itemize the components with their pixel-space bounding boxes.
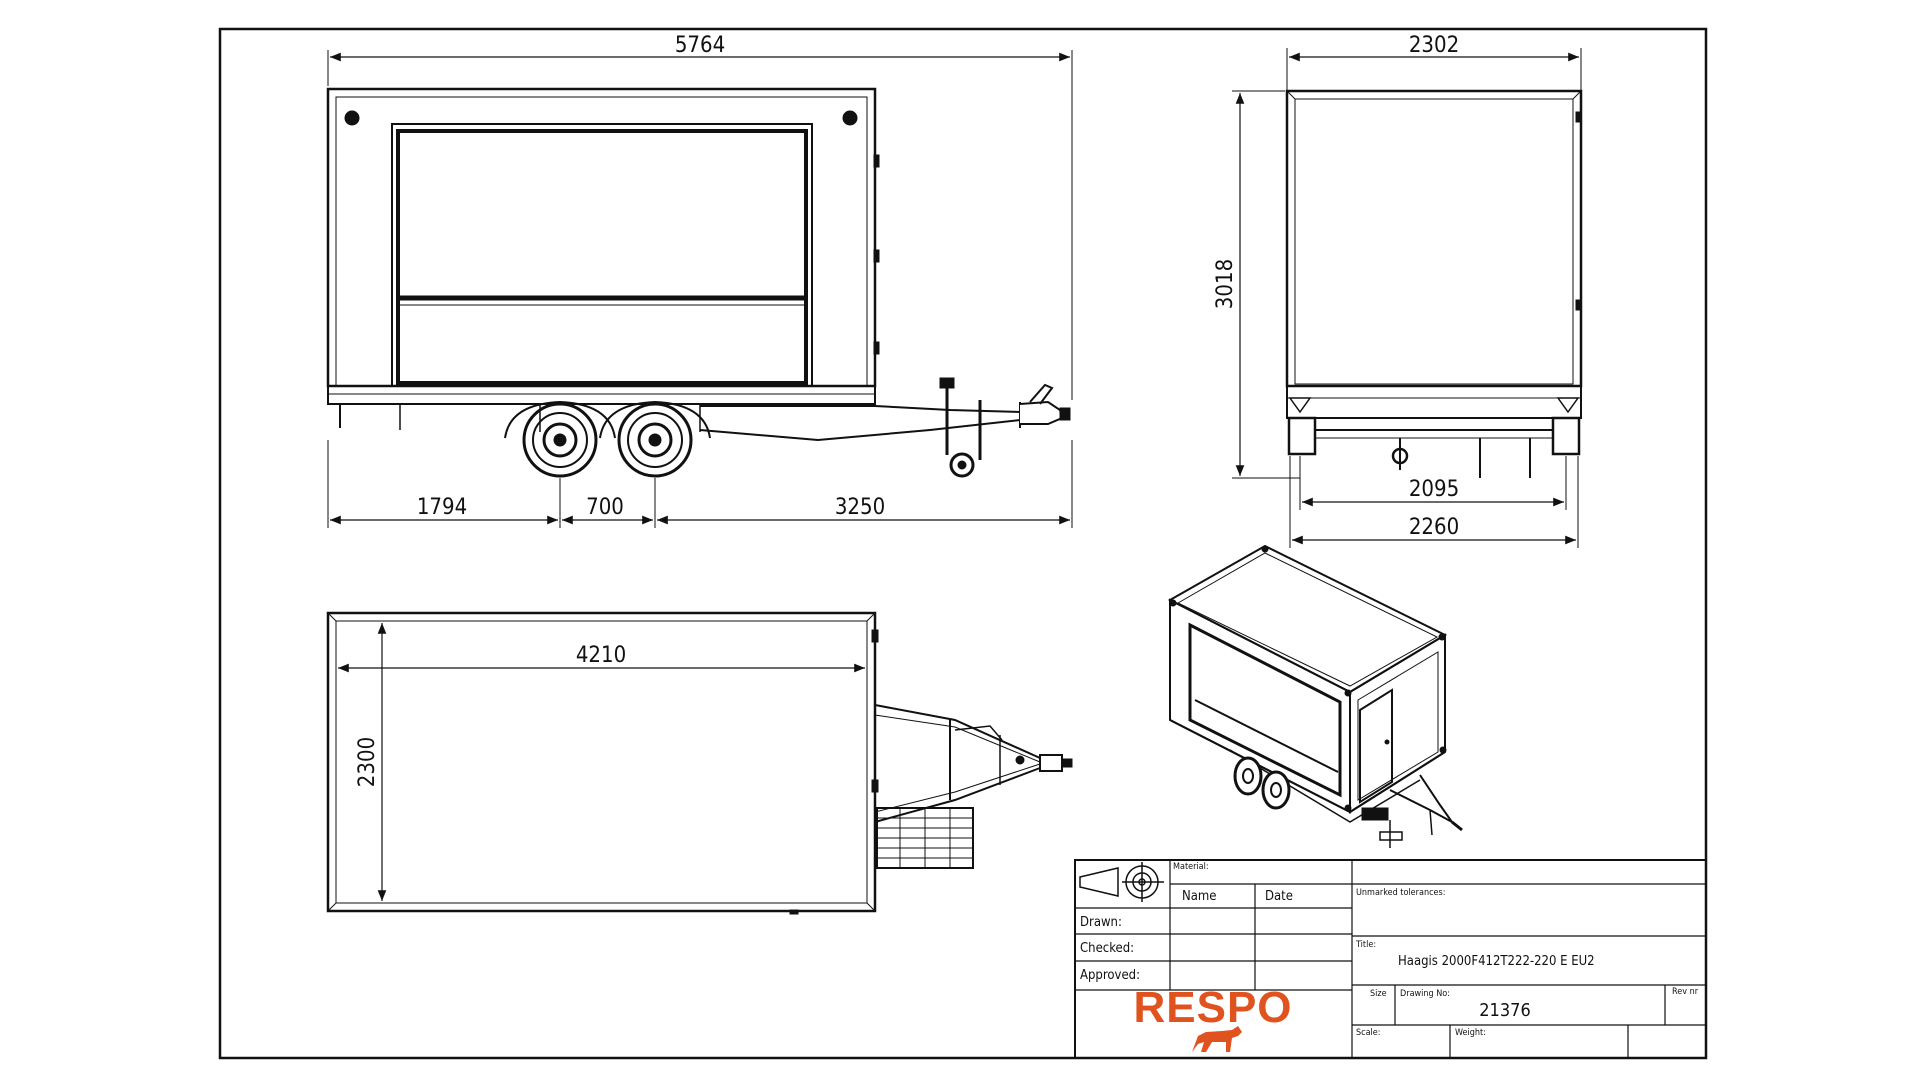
checked-label: Checked: (1080, 941, 1134, 956)
side-view (326, 50, 1073, 528)
dim-rear-track: 2095 (1409, 477, 1459, 502)
scale-label: Scale: (1356, 1028, 1381, 1038)
name-column-header: Name (1182, 889, 1217, 904)
top-view (326, 611, 1073, 915)
dim-top-body-width: 2300 (355, 737, 380, 787)
dim-rear-overall-width: 2302 (1409, 33, 1459, 58)
sheet-border (218, 27, 1708, 1060)
drawing-no-label: Drawing No: (1400, 989, 1450, 999)
date-column-header: Date (1265, 889, 1293, 904)
rev-label: Rev nr (1672, 987, 1699, 997)
dim-top-body-length: 4210 (576, 643, 626, 668)
dim-rear-height: 3018 (1213, 259, 1238, 309)
side-view-dimension-lines (330, 52, 1070, 525)
respo-logo-text: RESPO (1133, 983, 1292, 1032)
dim-side-rear-overhang: 1794 (417, 495, 467, 520)
drawn-label: Drawn: (1080, 915, 1122, 930)
first-angle-projection-icon (1079, 862, 1164, 902)
title-block (1074, 859, 1707, 1059)
weight-label: Weight: (1455, 1028, 1486, 1038)
top-view-dimension-lines (338, 623, 865, 901)
material-label: Material: (1173, 862, 1209, 872)
rear-view-dimension-lines (1235, 52, 1579, 545)
drawing-title: Haagis 2000F412T222-220 E EU2 (1398, 954, 1595, 969)
dim-side-overall-length: 5764 (675, 33, 725, 58)
title-label: Title: (1355, 940, 1376, 950)
dim-side-front-to-drawbar: 3250 (835, 495, 885, 520)
dim-side-axle-spacing: 700 (586, 495, 624, 520)
fox-silhouette-icon (1192, 1026, 1242, 1052)
size-label: Size (1370, 989, 1387, 999)
tolerances-label: Unmarked tolerances: (1356, 888, 1445, 898)
rear-view (1232, 48, 1583, 548)
drawing-number: 21376 (1479, 1000, 1531, 1021)
isometric-view (1167, 544, 1463, 848)
approved-label: Approved: (1080, 968, 1140, 983)
respo-logo: RESPO (1133, 983, 1292, 1052)
dim-rear-width-bottom: 2260 (1409, 515, 1459, 540)
